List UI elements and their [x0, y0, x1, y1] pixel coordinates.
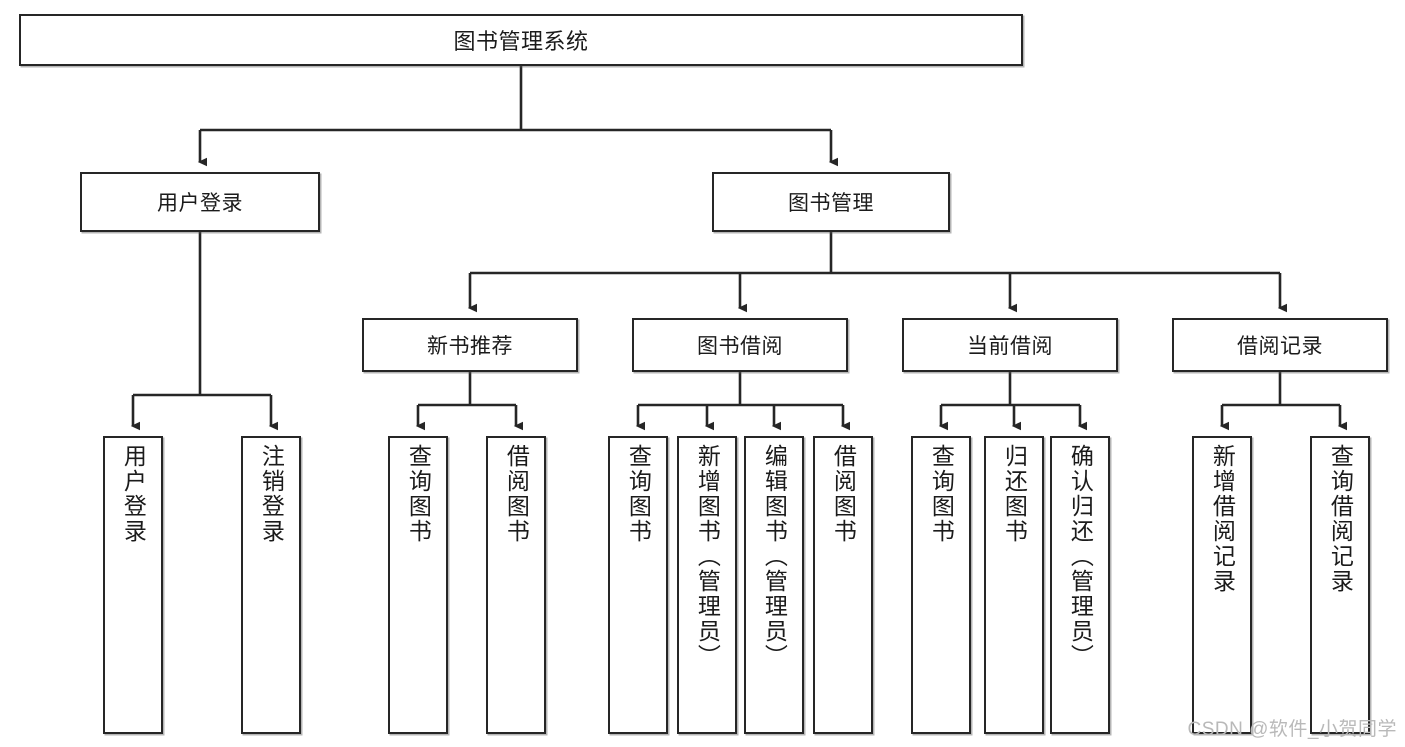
node-label: 查询借阅记录 — [1327, 444, 1354, 594]
node-label: 新增图书（管理员） — [694, 444, 721, 669]
node-label: 查询图书 — [625, 444, 652, 544]
node-label: 借阅图书 — [503, 444, 530, 544]
node-leaf-edit-book[interactable]: 编辑图书（管理员） — [744, 436, 804, 734]
node-label: 新增借阅记录 — [1209, 444, 1236, 594]
node-label: 确认归还（管理员） — [1067, 444, 1094, 669]
node-label: 图书管理系统 — [453, 29, 589, 54]
node-label: 用户登录 — [157, 192, 243, 215]
watermark-text: CSDN @软件_小贺同学 — [1187, 719, 1397, 740]
node-leaf-logout[interactable]: 注销登录 — [241, 436, 301, 734]
node-label: 用户登录 — [120, 444, 147, 544]
node-root[interactable]: 图书管理系统 — [19, 14, 1023, 66]
node-leaf-query-book-borrow[interactable]: 查询图书 — [608, 436, 668, 734]
node-leaf-borrow-book-rec[interactable]: 借阅图书 — [486, 436, 546, 734]
node-leaf-query-book-current[interactable]: 查询图书 — [911, 436, 971, 734]
node-label: 编辑图书（管理员） — [761, 444, 788, 669]
node-borrow-record[interactable]: 借阅记录 — [1172, 318, 1388, 372]
node-new-book-rec[interactable]: 新书推荐 — [362, 318, 578, 372]
node-leaf-user-login[interactable]: 用户登录 — [103, 436, 163, 734]
node-label: 图书管理 — [788, 192, 874, 215]
node-leaf-add-record[interactable]: 新增借阅记录 — [1192, 436, 1252, 734]
node-label: 查询图书 — [928, 444, 955, 544]
node-leaf-add-book[interactable]: 新增图书（管理员） — [677, 436, 737, 734]
node-leaf-borrow-book[interactable]: 借阅图书 — [813, 436, 873, 734]
node-label: 借阅记录 — [1237, 335, 1323, 358]
node-current-borrow[interactable]: 当前借阅 — [902, 318, 1118, 372]
node-label: 图书借阅 — [697, 335, 783, 358]
node-label: 新书推荐 — [427, 335, 513, 358]
node-label: 借阅图书 — [830, 444, 857, 544]
node-leaf-query-record[interactable]: 查询借阅记录 — [1310, 436, 1370, 734]
node-label: 查询图书 — [405, 444, 432, 544]
node-leaf-return-book[interactable]: 归还图书 — [984, 436, 1044, 734]
node-label: 注销登录 — [258, 444, 285, 544]
node-label: 当前借阅 — [967, 335, 1053, 358]
node-book-borrow[interactable]: 图书借阅 — [632, 318, 848, 372]
node-user-login[interactable]: 用户登录 — [80, 172, 320, 232]
node-label: 归还图书 — [1001, 444, 1028, 544]
node-book-manage[interactable]: 图书管理 — [712, 172, 950, 232]
node-leaf-query-book-rec[interactable]: 查询图书 — [388, 436, 448, 734]
node-leaf-confirm-return[interactable]: 确认归还（管理员） — [1050, 436, 1110, 734]
